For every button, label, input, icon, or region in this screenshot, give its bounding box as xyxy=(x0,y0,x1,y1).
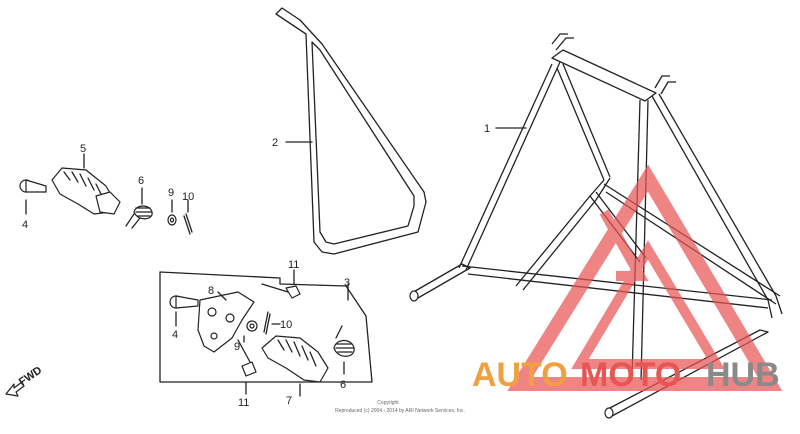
watermark-text: AUTO MOTO HUB xyxy=(472,356,780,394)
stand-frame xyxy=(409,33,783,419)
pin-4-lower xyxy=(169,295,199,309)
callout-10-upper: 10 xyxy=(182,191,194,203)
spring-6-lower xyxy=(333,325,355,357)
pin-4-upper xyxy=(19,179,47,193)
callout-5-upper: 5 xyxy=(80,143,86,155)
washer-9-upper xyxy=(167,214,177,226)
spring-6-upper xyxy=(125,205,153,229)
callout-11-upper: 11 xyxy=(288,259,299,271)
copyright-line1: Copyright xyxy=(377,400,399,406)
callout-4-upper: 4 xyxy=(22,219,28,231)
footpeg-7 xyxy=(261,335,329,383)
callout-6-lower: 6 xyxy=(340,379,346,391)
triangle-stand xyxy=(275,7,427,255)
callout-10-lower: 10 xyxy=(280,319,292,331)
cotter-10-lower xyxy=(263,311,271,335)
watermark-moto: MOTO xyxy=(580,356,681,394)
callout-2-label: 2 xyxy=(272,137,278,149)
callout-9-upper: 9 xyxy=(168,187,174,199)
bolt-11-lower xyxy=(237,339,257,377)
callout-6-upper: 6 xyxy=(138,175,144,187)
callout-1: 1 xyxy=(484,123,527,135)
fwd-arrow-icon: FWD xyxy=(5,364,44,397)
footpeg-5 xyxy=(51,167,121,215)
callout-7: 7 xyxy=(286,395,292,407)
callout-4-lower: 4 xyxy=(172,329,178,341)
callout-2: 2 xyxy=(272,137,313,149)
bolt-11-upper xyxy=(261,283,301,299)
bracket-8 xyxy=(197,291,255,353)
cotter-10-upper xyxy=(183,213,193,235)
callout-8: 8 xyxy=(208,285,214,297)
washer-9-lower xyxy=(246,320,258,332)
fwd-label: FWD xyxy=(17,364,44,388)
callout-3: 3 xyxy=(344,277,350,289)
callout-1-label: 1 xyxy=(484,123,490,135)
callout-11-lower: 11 xyxy=(238,397,249,409)
watermark-auto: AUTO xyxy=(472,356,568,394)
callout-9-lower: 9 xyxy=(234,341,240,353)
watermark-logo xyxy=(507,164,783,391)
watermark-hub: HUB xyxy=(706,356,780,394)
assembly-3-outline xyxy=(159,271,373,383)
copyright-line2: Reproduced (c) 2004 - 2014 by ARI Networ… xyxy=(335,408,465,414)
